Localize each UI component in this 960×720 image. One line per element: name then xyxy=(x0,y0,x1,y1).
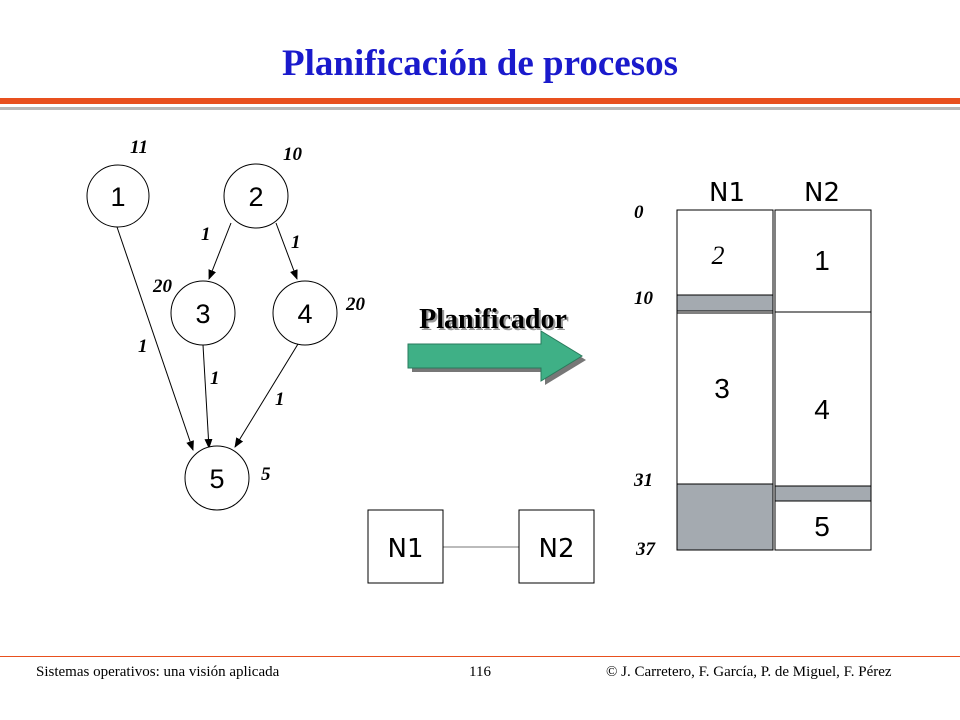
node-1-weight: 11 xyxy=(130,137,148,158)
scheduler-label-shadow: Planificador xyxy=(421,306,569,337)
page-title: Planificación de procesos xyxy=(281,43,678,84)
edge-4-5 xyxy=(234,343,299,448)
schedule-column-n1: N1 xyxy=(709,178,745,208)
network-node-n1-label: N1 xyxy=(388,534,424,564)
footer-page-number: 116 xyxy=(469,664,491,680)
n2-idle-block xyxy=(774,485,872,502)
footer-book-title: Sistemas operativos: una visión aplicada xyxy=(36,664,280,680)
edge-2-3 xyxy=(208,222,232,280)
n1-idle-block-1 xyxy=(676,294,774,312)
n1-idle-block-2 xyxy=(676,483,774,551)
node-2-weight: 10 xyxy=(283,144,303,165)
graph-node-2: 2 xyxy=(223,163,289,229)
footer-rule xyxy=(0,656,960,657)
edge-4-5-weight: 1 xyxy=(275,389,285,410)
network-node-n1: N1 xyxy=(367,509,444,584)
scheduler-arrow xyxy=(407,330,583,382)
network-node-n2: N2 xyxy=(518,509,595,584)
edge-2-4 xyxy=(275,222,298,280)
n2-task-4: 4 xyxy=(814,394,830,425)
n1-task-3: 3 xyxy=(714,373,730,404)
node-label: 4 xyxy=(297,299,312,329)
edge-3-5 xyxy=(202,344,213,449)
node-label: 3 xyxy=(195,299,210,329)
edge-1-5 xyxy=(116,226,194,451)
edge-3-5-weight: 1 xyxy=(210,368,220,389)
node-4-weight: 20 xyxy=(345,294,366,315)
n1-task-2: 2 xyxy=(712,241,725,270)
footer-copyright: © J. Carretero, F. García, P. de Miguel,… xyxy=(606,664,892,680)
graph-node-3: 3 xyxy=(170,280,236,346)
scheduler-label-group: Planificador Planificador xyxy=(419,304,569,337)
edge-2-4-weight: 1 xyxy=(291,232,301,253)
node-5-weight: 5 xyxy=(261,464,271,485)
n2-task-1: 1 xyxy=(814,245,830,276)
node-label: 5 xyxy=(209,464,224,494)
graph-node-4: 4 xyxy=(272,280,338,346)
time-mark-31: 31 xyxy=(633,470,653,491)
time-mark-10: 10 xyxy=(634,288,654,309)
node-label: 1 xyxy=(110,182,125,212)
n2-task-5: 5 xyxy=(814,511,830,542)
graph-node-1: 1 xyxy=(86,164,150,228)
edge-2-3-weight: 1 xyxy=(201,224,211,245)
graph-node-5: 5 xyxy=(184,445,250,511)
title-underline-gray xyxy=(0,107,960,110)
title-underline-orange xyxy=(0,98,960,104)
scheduler-label: Planificador xyxy=(419,304,567,335)
node-3-weight: 20 xyxy=(152,276,173,297)
network-node-n2-label: N2 xyxy=(539,534,575,564)
node-label: 2 xyxy=(248,182,263,212)
time-mark-37: 37 xyxy=(635,539,657,560)
edge-1-5-weight: 1 xyxy=(138,336,148,357)
time-mark-0: 0 xyxy=(634,202,644,223)
schedule-column-n2: N2 xyxy=(804,178,840,208)
